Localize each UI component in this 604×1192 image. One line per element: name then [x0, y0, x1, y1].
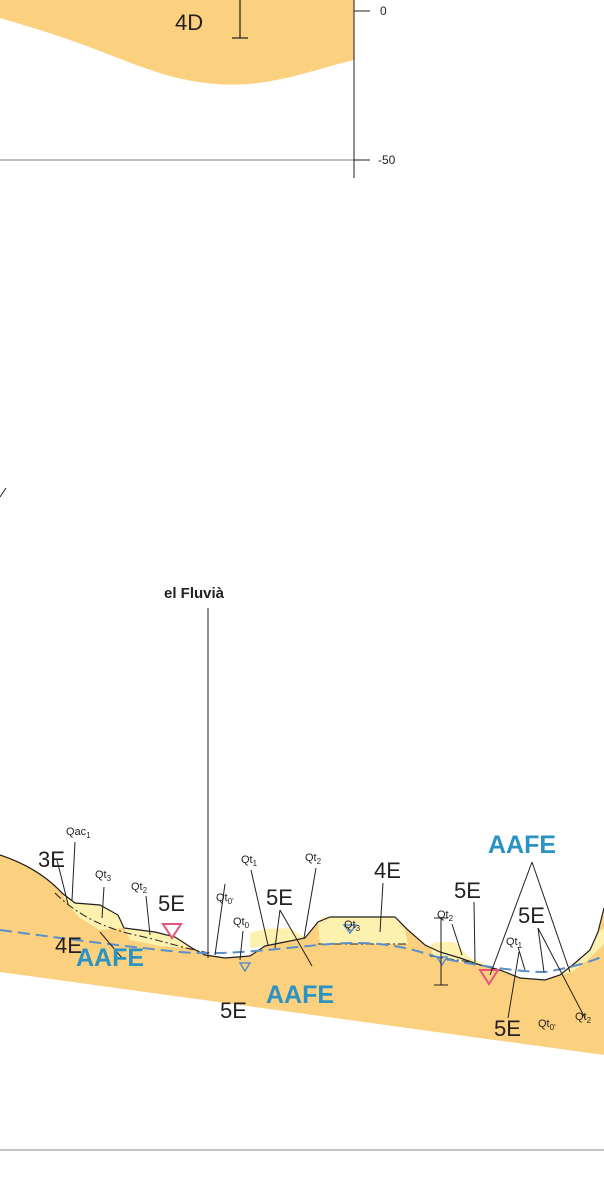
deposit-qt1-label: Qt1: [241, 854, 258, 868]
terrace-qt1-mid: [250, 928, 305, 948]
deposit-qt3-mid-label: Qt3: [344, 919, 361, 933]
water-level-marker-1: [238, 962, 252, 973]
topographic-surface: [0, 854, 604, 981]
scale-label-0: 0: [380, 4, 387, 18]
upper-cross-section: 0 -50 4D: [0, 0, 396, 178]
deposit-qt2-right-label: Qt2: [437, 909, 454, 923]
deposit-qt2-left-label: Qt2: [131, 881, 148, 895]
water-level-marker-3: [435, 956, 449, 967]
deposit-qt2-far-label: Qt2: [575, 1011, 592, 1025]
unit-4d-label: 4D: [175, 10, 203, 35]
bedrock-body: [0, 855, 604, 1055]
water-level-marker-2: [342, 924, 358, 935]
river-label: el Fluvià: [164, 585, 225, 602]
deposit-qt2-mid-label: Qt2: [305, 852, 322, 866]
unit-labels: 3E 4E 4E 5E 5E 5E 5E 5E 5E: [38, 847, 545, 1041]
leader-lines: [56, 841, 586, 1019]
scale-label-minus-50: -50: [378, 153, 396, 167]
edge-mark: [0, 487, 7, 498]
terrace-qac1: [62, 893, 124, 930]
deposit-qac1-label: Qac1: [66, 826, 91, 840]
aafe-labels: AAFE AAFE AAFE: [76, 831, 556, 1009]
unit-5e-f-label: 5E: [494, 1016, 521, 1041]
deposit-qt0-label: Qt0: [233, 916, 250, 930]
unit-5e-c-label: 5E: [220, 998, 247, 1023]
deposit-qt3-left-label: Qt3: [95, 869, 112, 883]
lower-cross-section: [0, 854, 604, 1151]
unit-5e-a-label: 5E: [158, 891, 185, 916]
unit-4e-center-label: 4E: [374, 858, 401, 883]
deposit-qt1-right-label: Qt1: [506, 936, 523, 950]
terrace-qt2-right: [430, 942, 500, 970]
deposit-qt0p-right-label: Qt0': [538, 1018, 556, 1032]
terrace-qt2-left: [124, 928, 190, 948]
unit-5e-b-label: 5E: [266, 885, 293, 910]
terrace-qt2-far: [560, 928, 604, 975]
unit-4d-body: [0, 0, 354, 85]
unit-5e-e-label: 5E: [518, 903, 545, 928]
aafe-label-right: AAFE: [488, 831, 556, 859]
unit-3e-label: 3E: [38, 847, 65, 872]
aafe-label-left: AAFE: [76, 944, 144, 972]
unit-4e-left-label: 4E: [55, 933, 82, 958]
aafe-label-center: AAFE: [266, 981, 334, 1009]
flood-marker-2: [478, 969, 500, 986]
terrace-qt3-mid: [318, 917, 408, 944]
deposit-labels: Qac1 Qt3 Qt2 Qt0' Qt0 Qt1 Qt2 Qt3 Qt2 Qt…: [66, 826, 592, 1032]
deposit-qt0p-label: Qt0': [216, 892, 234, 906]
unit-5e-d-label: 5E: [454, 878, 481, 903]
flood-marker-1: [161, 923, 183, 940]
